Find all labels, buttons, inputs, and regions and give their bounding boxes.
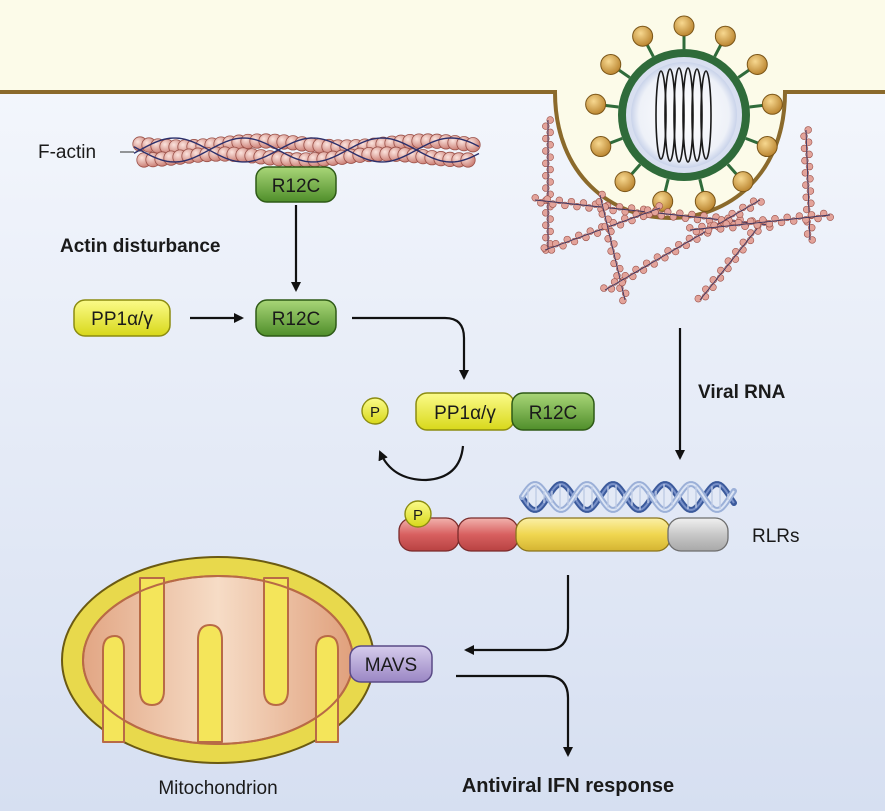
svg-text:MAVS: MAVS bbox=[365, 655, 417, 676]
svg-text:PP1α/γ: PP1α/γ bbox=[434, 403, 496, 424]
dephosphorylation-arrow bbox=[378, 445, 465, 482]
svg-text:P: P bbox=[413, 507, 423, 524]
virus-particle bbox=[585, 15, 783, 212]
r12c-free: R12C bbox=[255, 299, 337, 337]
svg-text:R12C: R12C bbox=[272, 176, 321, 197]
phosphate-released: P bbox=[361, 397, 389, 425]
cortical-actin-mesh bbox=[531, 116, 834, 305]
viral-genome-coil bbox=[655, 67, 712, 163]
f-actin-filament bbox=[120, 133, 481, 168]
mitochondrion bbox=[61, 556, 375, 764]
mitochondrion-label: Mitochondrion bbox=[158, 778, 277, 799]
viral-rna-label: Viral RNA bbox=[698, 382, 786, 403]
mavs-to-ifn-arrow bbox=[456, 674, 573, 757]
mavs-protein: MAVS bbox=[349, 645, 433, 683]
rlrs-label: RLRs bbox=[752, 526, 800, 547]
r12c-actin-bound: R12C bbox=[255, 166, 337, 203]
actin-disturbance-label: Actin disturbance bbox=[60, 236, 220, 257]
svg-text:PP1α/γ: PP1α/γ bbox=[91, 309, 153, 330]
viral-rna-helix bbox=[519, 481, 737, 513]
antiviral-ifn-label: Antiviral IFN response bbox=[462, 775, 674, 797]
rlr-protein bbox=[398, 517, 729, 552]
svg-text:P: P bbox=[370, 404, 380, 421]
phosphate-on-rlr: P bbox=[404, 500, 432, 528]
f-actin-label: F-actin bbox=[38, 142, 96, 163]
mitochondrial-cristae bbox=[102, 577, 339, 743]
r12c-to-complex-arrow bbox=[352, 316, 469, 380]
rlr-to-mavs-arrow bbox=[464, 575, 570, 655]
svg-text:R12C: R12C bbox=[529, 403, 578, 424]
svg-text:R12C: R12C bbox=[272, 309, 321, 330]
pp1-protein: PP1α/γ bbox=[73, 299, 171, 337]
pp1-r12c-complex: PP1α/γ R12C bbox=[415, 392, 595, 431]
